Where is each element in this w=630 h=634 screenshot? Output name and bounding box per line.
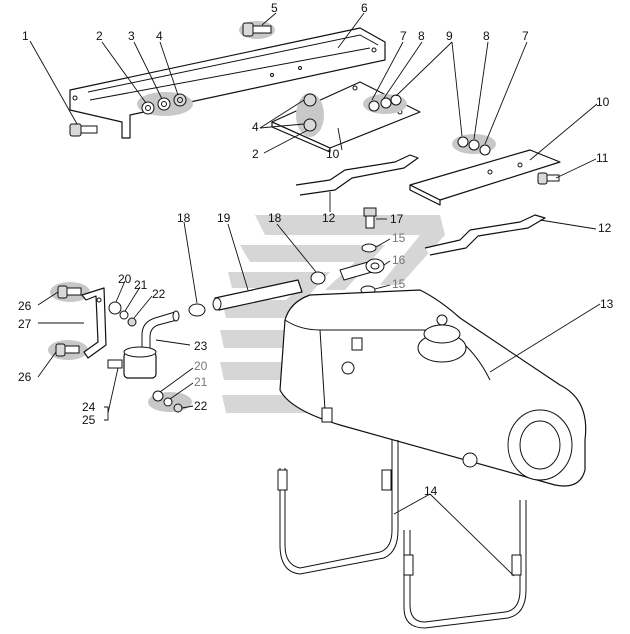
washer-15-upper [361,243,377,253]
callout-16: 16 [392,253,406,267]
callout-15-upper: 15 [392,231,406,245]
callout-22-lower: 22 [194,399,208,413]
bracket-27 [81,287,107,359]
callout-18-right: 18 [268,211,282,225]
callout-4: 4 [156,29,163,43]
washers-7-8-9-left [368,94,402,112]
callout-27: 27 [18,317,32,331]
callout-15-lower: 15 [392,277,406,291]
filter-23 [107,310,180,379]
nuts-4 [303,93,317,132]
hose-19 [212,279,303,311]
callout-21-upper: 21 [134,278,148,292]
clamp-18-left [188,303,206,317]
bolt-1 [69,123,98,137]
callout-2: 2 [96,29,103,43]
callout-20-lower: 20 [194,359,208,373]
bolt-26-upper [57,285,82,299]
plate-10-left [271,81,421,153]
callout-23: 23 [194,339,208,353]
callout-18-left: 18 [177,211,191,225]
tank-strap-14-right [403,500,527,629]
callout-26-upper: 26 [18,299,32,313]
callout-12-lower: 12 [598,221,612,235]
strap-12-lower [424,214,546,256]
callout-17: 17 [390,212,404,226]
callout-14: 14 [424,484,438,498]
washer-group-2-3-4 [141,93,187,115]
callout-8-right: 8 [483,29,490,43]
fuel-tank-13 [279,289,587,487]
callout-25: 25 [82,413,96,427]
callout-5: 5 [271,1,278,15]
washers-7-8-9-right [457,136,491,156]
callout-4-lower: 4 [252,120,259,134]
callout-22-upper: 22 [152,287,166,301]
strap-12-upper [295,154,419,196]
bolt-5 [242,22,272,37]
plate-10-right [409,149,561,206]
callout-24: 24 [82,400,96,414]
callout-10-left: 10 [326,147,340,161]
callout-7: 7 [400,29,407,43]
callout-7-right: 7 [522,29,529,43]
callout-26-lower: 26 [18,370,32,384]
bolt-11 [537,172,560,185]
banjo-fitting-16 [339,258,385,281]
callout-12-upper: 12 [322,211,336,225]
leader-lines [29,12,601,577]
callout-21-lower: 21 [194,375,208,389]
tank-strap-14-left [277,440,399,575]
callout-11: 11 [596,151,609,165]
bolt-26-lower [55,343,80,357]
bolt-17 [363,207,377,229]
callout-10-right: 10 [596,95,610,109]
callout-3: 3 [128,29,135,43]
callout-2-lower: 2 [252,147,259,161]
callout-6: 6 [361,1,368,15]
clamp-18-right [310,271,326,285]
callout-13: 13 [600,297,614,311]
callout-8: 8 [418,29,425,43]
washers-20-21-22-upper [108,301,137,327]
callout-9: 9 [446,29,453,43]
callout-1: 1 [22,29,29,43]
highlight-oval [296,93,324,137]
callout-19: 19 [217,211,231,225]
callout-20-upper: 20 [118,272,132,286]
